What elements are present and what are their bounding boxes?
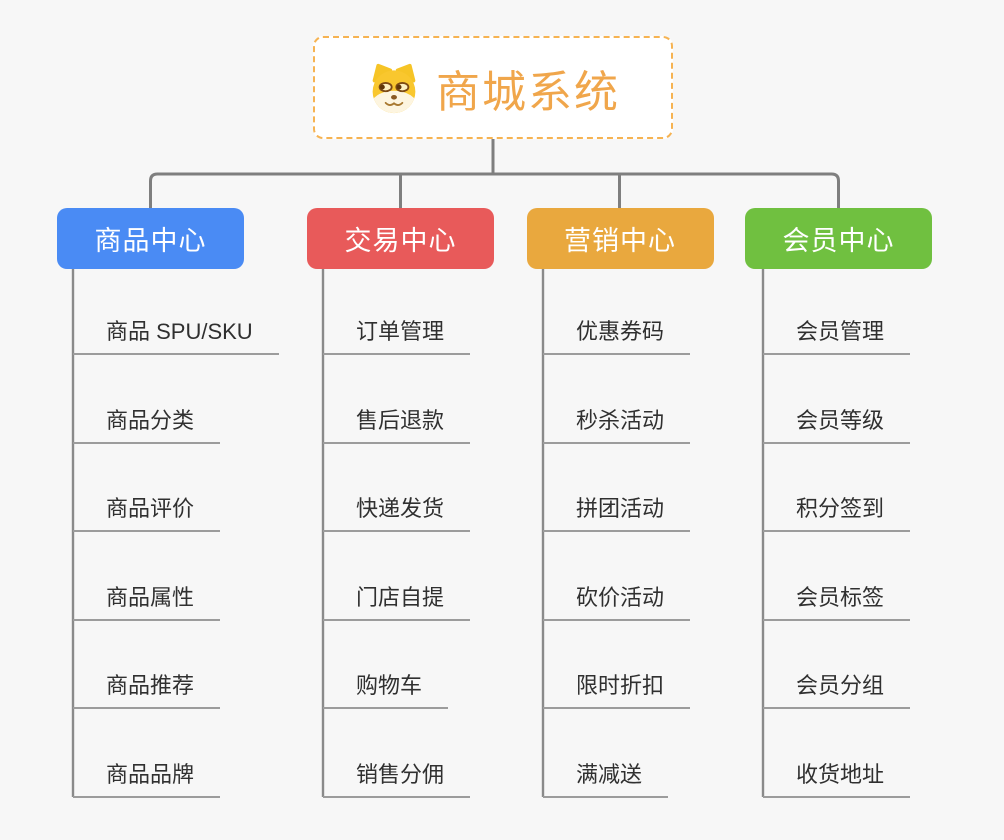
child-node[interactable]: 砍价活动 (543, 583, 691, 621)
branch-member-center[interactable]: 会员中心 (745, 208, 932, 269)
child-node[interactable]: 商品品牌 (73, 760, 221, 798)
child-node[interactable]: 售后退款 (323, 406, 471, 444)
branch-marketing-center[interactable]: 营销中心 (526, 208, 714, 269)
child-node[interactable]: 优惠券码 (543, 317, 691, 355)
root-node[interactable]: 商城系统 (313, 36, 673, 139)
root-title: 商城系统 (436, 67, 620, 117)
child-node[interactable]: 满减送 (543, 760, 669, 798)
child-node[interactable]: 购物车 (323, 671, 449, 709)
child-node[interactable]: 拼团活动 (543, 494, 691, 532)
child-node[interactable]: 订单管理 (323, 317, 471, 355)
child-node[interactable]: 会员标签 (763, 583, 911, 621)
child-node[interactable]: 限时折扣 (543, 671, 691, 709)
child-node[interactable]: 会员分组 (763, 671, 911, 709)
branch-trade-center[interactable]: 交易中心 (307, 208, 494, 269)
child-node[interactable]: 门店自提 (323, 583, 471, 621)
child-node[interactable]: 商品 SPU/SKU (73, 317, 279, 355)
child-node[interactable]: 商品属性 (73, 583, 221, 621)
child-node[interactable]: 商品推荐 (73, 671, 221, 709)
child-node[interactable]: 销售分佣 (323, 760, 471, 798)
child-node[interactable]: 积分签到 (763, 494, 911, 532)
child-node[interactable]: 快递发货 (323, 494, 471, 532)
child-node[interactable]: 会员等级 (763, 406, 911, 444)
child-node[interactable]: 秒杀活动 (543, 406, 691, 444)
child-node[interactable]: 商品分类 (73, 406, 221, 444)
child-node[interactable]: 收货地址 (763, 760, 911, 798)
child-node[interactable]: 商品评价 (73, 494, 221, 532)
child-node[interactable]: 会员管理 (763, 317, 911, 355)
doge-icon (372, 63, 416, 113)
branch-product-center[interactable]: 商品中心 (57, 208, 244, 269)
